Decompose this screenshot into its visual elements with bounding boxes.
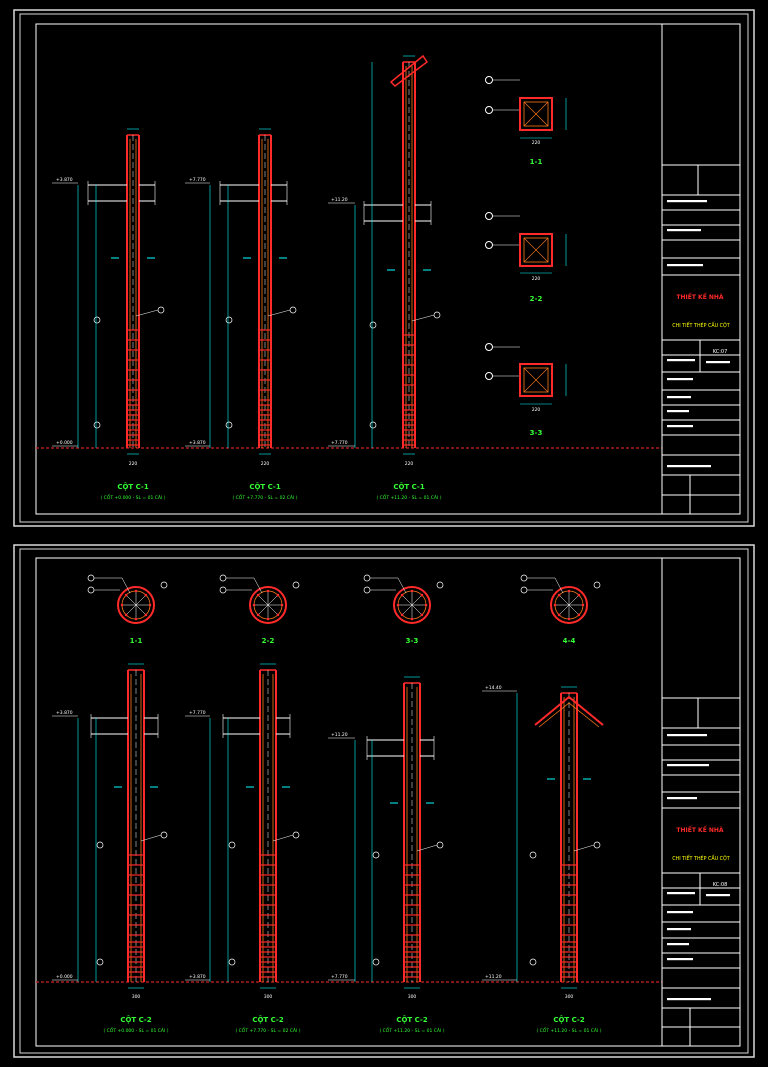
sheet-1-column-1-width: 220 bbox=[129, 461, 138, 467]
sheet-1-column-1-bottom-level: +0.000 bbox=[56, 440, 73, 446]
sheet-1-outer-border bbox=[13, 9, 755, 527]
sheet-1-column-1: +3.870 +0.000 220 CỘT C-1 ( CỐT +0.000 -… bbox=[52, 128, 166, 501]
sheet-2-column-1-sub: ( CỐT +0.000 - SL = 01 CÁI ) bbox=[103, 1026, 168, 1034]
sheet-1-column-3-label: CỘT C-1 bbox=[393, 482, 425, 491]
sheet-2-column-3-sub: ( CỐT +11.20 - SL = 01 CÁI ) bbox=[379, 1026, 444, 1034]
sheet-2-column-1-label: CỘT C-2 bbox=[120, 1015, 152, 1024]
sheet-2-column-4: +14.40 +11.20 300 CỘT C-2 ( CỐT +11.20 -… bbox=[482, 685, 604, 1034]
sheet-1-drawing-code: KC:07 bbox=[713, 349, 728, 355]
sheet-2-column-2-width: 300 bbox=[264, 994, 273, 1000]
sheet-2-column-2-top-level: +7.770 bbox=[189, 710, 206, 716]
sheet-2-outer-border bbox=[13, 544, 755, 1058]
sheet-1-section-2: 220 2-2 bbox=[485, 212, 567, 303]
column-elevation bbox=[222, 663, 300, 989]
sheet-2-column-1-top-level: +3.870 bbox=[56, 710, 73, 716]
sheet-1-column-3-bottom-level: +7.770 bbox=[331, 440, 348, 446]
sheet-2-column-4-bottom-level: +11.20 bbox=[485, 974, 502, 980]
sheet-1-section-1-label: 1-1 bbox=[530, 158, 543, 166]
sheet-2-column-3-top-level: +11.20 bbox=[331, 732, 348, 738]
sheet-2-column-4-sub: ( CỐT +11.20 - SL = 01 CÁI ) bbox=[536, 1026, 601, 1034]
sheet-1-column-3: +11.20 +7.770 220 CỘT C-1 ( CỐT +11.20 -… bbox=[328, 54, 442, 501]
sheet-1-section-2-dim: 220 bbox=[532, 276, 541, 282]
sheet-1-column-3-top-level: +11.20 bbox=[331, 197, 348, 203]
sheet-1-column-2-width: 220 bbox=[261, 461, 270, 467]
sheet-1-column-2-sub: ( CỐT +7.770 - SL = 02 CÁI ) bbox=[232, 493, 297, 501]
sheet-1-section-3-dim: 220 bbox=[532, 407, 541, 413]
sheet-2-section-3-label: 3-3 bbox=[406, 637, 419, 645]
sheet-2-section-4 bbox=[520, 574, 601, 624]
sheet-2-column-2-label: CỘT C-2 bbox=[252, 1015, 284, 1024]
sheet-2-drawing-name: CHI TIẾT THÉP CẤU CỘT bbox=[672, 854, 730, 862]
sheet-2-column-4-top-level: +14.40 bbox=[485, 685, 502, 691]
column-elevation bbox=[87, 128, 165, 455]
sheet-2-drawing-frame bbox=[35, 557, 741, 1047]
sheet-2-column-2-sub: ( CỐT +7.770 - SL = 02 CÁI ) bbox=[235, 1026, 300, 1034]
sheet-2-company-name: THIẾT KẾ NHÀ bbox=[676, 826, 724, 834]
sheet-1-section-1-dim: 220 bbox=[532, 140, 541, 146]
sheet-1-section-1: 220 1-1 bbox=[485, 76, 567, 166]
sheet-1-column-1-label: CỘT C-1 bbox=[117, 482, 149, 491]
sheet-2-column-1-width: 300 bbox=[132, 994, 141, 1000]
sheet-2-column-3-bottom-level: +7.770 bbox=[331, 974, 348, 980]
sheet-1-column-3-sub: ( CỐT +11.20 - SL = 01 CÁI ) bbox=[376, 493, 441, 501]
column-elevation bbox=[90, 663, 168, 989]
sheet-2-section-details: 1-1 2-2 3-3 4-4 bbox=[87, 574, 601, 645]
sheet-2-drawing-code: KC:08 bbox=[713, 882, 728, 888]
column-elevation bbox=[219, 128, 297, 455]
sheet-1-section-3-label: 3-3 bbox=[530, 429, 543, 437]
sheet-1-section-details: 220 1-1 220 2-2 bbox=[485, 76, 567, 437]
sheet-1-inner-border bbox=[19, 13, 749, 523]
sheet-1-column-1-sub: ( CỐT +0.000 - SL = 01 CÁI ) bbox=[100, 493, 165, 501]
sheet-1-drawing-frame bbox=[35, 23, 741, 515]
sheet-1-section-3: 220 3-3 bbox=[485, 343, 567, 437]
sheet-1-column-3-width: 220 bbox=[405, 461, 414, 467]
sheet-1-section-2-label: 2-2 bbox=[530, 295, 543, 303]
sheet-2-column-3-width: 300 bbox=[408, 994, 417, 1000]
sheet-2-section-1-label: 1-1 bbox=[130, 637, 143, 645]
sheet-2: THIẾT KẾ NHÀ CHI TIẾT THÉP CẤU CỘT KC:08… bbox=[13, 544, 755, 1058]
sheet-2-column-2-bottom-level: +3.870 bbox=[189, 974, 206, 980]
sheet-2-column-3-label: CỘT C-2 bbox=[396, 1015, 428, 1024]
sheet-1-column-2-top-level: +7.770 bbox=[189, 177, 206, 183]
column-elevation bbox=[529, 686, 604, 989]
sheet-2-section-4-label: 4-4 bbox=[563, 637, 576, 645]
sheet-2-section-2 bbox=[219, 574, 300, 624]
sheet-1: THIẾT KẾ NHÀ CHI TIẾT THÉP CẤU CỘT KC:07 bbox=[13, 9, 755, 527]
column-elevation bbox=[366, 676, 444, 989]
sheet-2-inner-border bbox=[19, 548, 749, 1054]
sheet-2-section-1 bbox=[87, 574, 168, 624]
sheet-2-section-3 bbox=[363, 574, 444, 624]
sheet-2-section-2-label: 2-2 bbox=[262, 637, 275, 645]
sheet-2-column-2: +7.770 +3.870 300 CỘT C-2 ( CỐT +7.770 -… bbox=[185, 663, 301, 1034]
sheet-1-column-2-bottom-level: +3.870 bbox=[189, 440, 206, 446]
sheet-1-column-2: +7.770 +3.870 220 CỘT C-1 ( CỐT +7.770 -… bbox=[185, 128, 298, 501]
sheet-2-column-1-bottom-level: +0.000 bbox=[56, 974, 73, 980]
column-elevation bbox=[363, 54, 441, 455]
sheet-1-title-block: THIẾT KẾ NHÀ CHI TIẾT THÉP CẤU CỘT KC:07 bbox=[661, 23, 741, 515]
sheet-2-column-4-width: 300 bbox=[565, 994, 574, 1000]
sheet-2-column-4-label: CỘT C-2 bbox=[553, 1015, 585, 1024]
sheet-1-column-2-label: CỘT C-1 bbox=[249, 482, 281, 491]
sheet-2-title-block: THIẾT KẾ NHÀ CHI TIẾT THÉP CẤU CỘT KC:08 bbox=[661, 557, 741, 1047]
sheet-2-column-3: +11.20 +7.770 300 CỘT C-2 ( CỐT +11.20 -… bbox=[328, 676, 445, 1034]
sheet-1-column-1-top-level: +3.870 bbox=[56, 177, 73, 183]
sheet-1-drawing-name: CHI TIẾT THÉP CẤU CỘT bbox=[672, 321, 730, 329]
sheet-1-company-name: THIẾT KẾ NHÀ bbox=[676, 293, 724, 301]
sheet-2-column-1: +3.870 +0.000 300 CỘT C-2 ( CỐT +0.000 -… bbox=[52, 663, 169, 1034]
